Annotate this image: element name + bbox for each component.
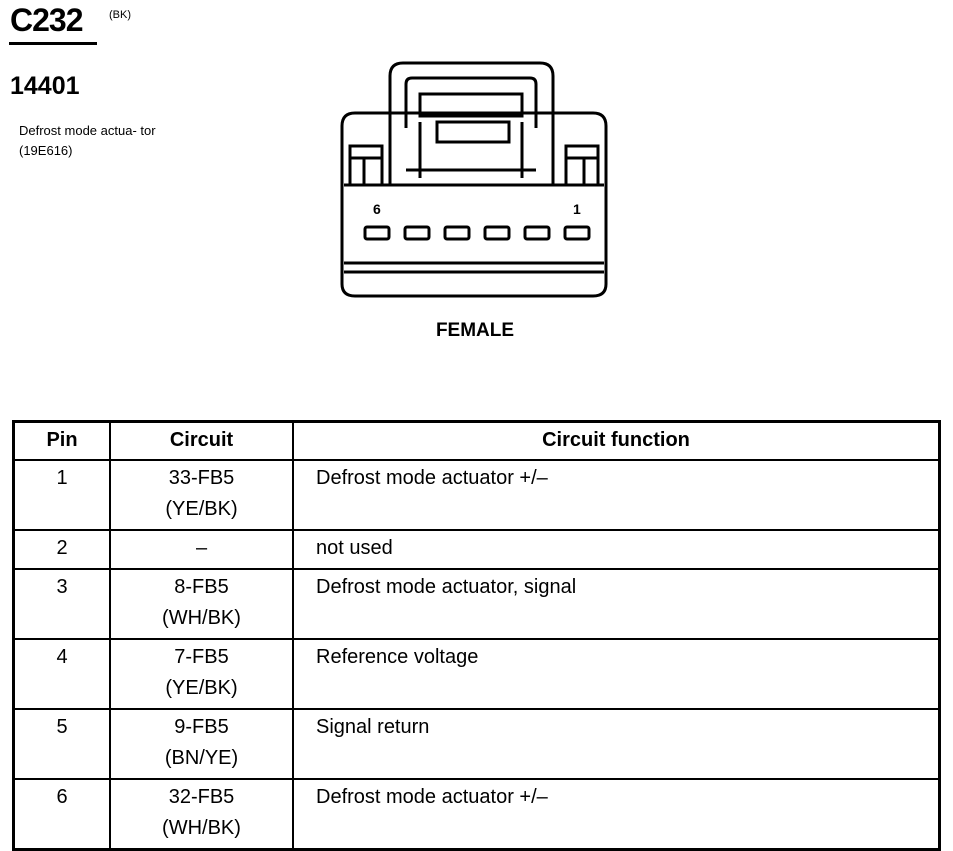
table-header-row: Pin Circuit Circuit function: [12, 420, 941, 461]
circuit-cell: 8-FB5 (WH/BK): [109, 568, 294, 640]
table-row: 2 – not used: [12, 529, 941, 570]
table-row: 3 8-FB5 (WH/BK) Defrost mode actuator, s…: [12, 568, 941, 640]
circuit-number: –: [195, 537, 208, 559]
wire-color: (WH/BK): [162, 817, 241, 839]
pin-cell: 1: [12, 459, 111, 531]
table-row: 4 7-FB5 (YE/BK) Reference voltage: [12, 638, 941, 710]
circuit-cell: 32-FB5 (WH/BK): [109, 778, 294, 851]
pin-cavity-4: [443, 225, 471, 241]
pin-cavity-2: [523, 225, 551, 241]
circuit-cell: 7-FB5 (YE/BK): [109, 638, 294, 710]
circuit-number: 9-FB5: [174, 716, 229, 738]
header-circuit: Circuit: [109, 420, 294, 461]
wire-color: (YE/BK): [165, 498, 238, 520]
latch-slot-lower: [435, 120, 511, 144]
pin-cell: 6: [12, 778, 111, 851]
table-row: 6 32-FB5 (WH/BK) Defrost mode actuator +…: [12, 778, 941, 851]
pin-label-right: 1: [573, 201, 581, 217]
pinout-table: Pin Circuit Circuit function 1 33-FB5 (Y…: [12, 420, 941, 851]
pin-cell: 3: [12, 568, 111, 640]
pin-cell: 4: [12, 638, 111, 710]
right-key: [564, 144, 600, 187]
circuit-cell: 33-FB5 (YE/BK): [109, 459, 294, 531]
pin-cavity-6: [363, 225, 391, 241]
circuit-number: 33-FB5: [168, 467, 235, 489]
table-row: 5 9-FB5 (BN/YE) Signal return: [12, 708, 941, 780]
part-number: 14401: [10, 72, 80, 100]
latch-slot-upper: [418, 92, 524, 118]
function-cell: Reference voltage: [292, 638, 941, 710]
pin-cavity-3: [483, 225, 511, 241]
pin-cell: 5: [12, 708, 111, 780]
wire-color: (BN/YE): [164, 747, 239, 769]
latch-inner: [404, 76, 538, 128]
connector-face-diagram: 6 1: [340, 61, 608, 298]
circuit-number: 8-FB5: [174, 576, 229, 598]
table-row: 1 33-FB5 (YE/BK) Defrost mode actuator +…: [12, 459, 941, 531]
pin-cavity-1: [563, 225, 591, 241]
function-cell: Defrost mode actuator +/–: [292, 459, 941, 531]
pin-cavity-5: [403, 225, 431, 241]
function-cell: Defrost mode actuator, signal: [292, 568, 941, 640]
wire-color: (YE/BK): [165, 677, 238, 699]
wire-color: (WH/BK): [162, 607, 241, 629]
circuit-cell: –: [109, 529, 294, 570]
circuit-cell: 9-FB5 (BN/YE): [109, 708, 294, 780]
connector-id-underline: [9, 42, 97, 45]
header-pin: Pin: [12, 420, 111, 461]
component-description: Defrost mode actua- tor (19E616): [19, 123, 156, 158]
circuit-number: 7-FB5: [174, 646, 229, 668]
function-cell: Defrost mode actuator +/–: [292, 778, 941, 851]
latch-outer: [388, 61, 555, 126]
function-cell: Signal return: [292, 708, 941, 780]
housing-body: [340, 111, 608, 298]
pin-label-left: 6: [373, 201, 381, 217]
header-circuit-function: Circuit function: [292, 420, 941, 461]
connector-gender-label: FEMALE: [435, 320, 515, 341]
connector-color: (BK): [109, 9, 131, 21]
pin-cell: 2: [12, 529, 111, 570]
connector-id: C232: [10, 2, 83, 38]
function-cell: not used: [292, 529, 941, 570]
left-key: [348, 144, 384, 187]
circuit-number: 32-FB5: [168, 786, 235, 808]
